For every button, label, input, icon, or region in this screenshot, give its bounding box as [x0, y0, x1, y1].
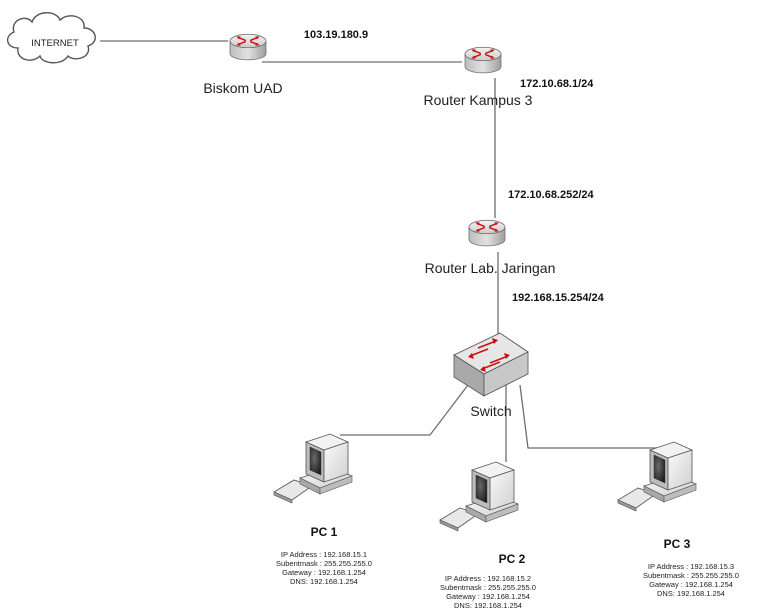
pc1-gateway: Gateway : 192.168.1.254 [282, 568, 366, 577]
pc1-dns: DNS: 192.168.1.254 [290, 577, 358, 586]
switch-label: Switch [470, 403, 511, 419]
pc1-subnet: Subentmask : 255.255.255.0 [276, 559, 372, 568]
router-lab-label: Router Lab. Jaringan [425, 260, 556, 276]
pc1-icon [273, 433, 353, 504]
internet-cloud-icon [7, 12, 96, 64]
pc1-name: PC 1 [311, 525, 338, 539]
ip-kampus-down: 172.10.68.1/24 [520, 78, 594, 90]
pc2-subnet: Subentmask : 255.255.255.0 [440, 583, 536, 592]
router-kampus-icon [464, 46, 502, 74]
router-kampus-label: Router Kampus 3 [424, 92, 533, 108]
switch-icon [453, 332, 529, 397]
pc2-gateway: Gateway : 192.168.1.254 [446, 592, 530, 601]
internet-label: INTERNET [31, 38, 79, 49]
pc3-icon [617, 441, 697, 512]
pc3-dns: DNS: 192.168.1.254 [657, 589, 725, 598]
pc2-ip: IP Address : 192.168.15.2 [445, 574, 531, 583]
pc2-icon [439, 461, 519, 532]
ip-lab-up: 172.10.68.252/24 [508, 189, 595, 201]
pc3-gateway: Gateway : 192.168.1.254 [649, 580, 733, 589]
link-switch-pc1 [340, 384, 469, 436]
link-switch-pc3 [519, 384, 670, 449]
pc1-ip: IP Address : 192.168.15.1 [281, 550, 367, 559]
pc3-ip: IP Address : 192.168.15.3 [648, 562, 734, 571]
router-biskom-icon [229, 33, 267, 61]
ip-biskom-link: 103.19.180.9 [304, 29, 368, 41]
pc3-name: PC 3 [664, 537, 691, 551]
pc3-subnet: Subentmask : 255.255.255.0 [643, 571, 739, 580]
router-biskom-label: Biskom UAD [203, 80, 282, 96]
ip-lab-down: 192.168.15.254/24 [512, 292, 605, 304]
pc2-name: PC 2 [499, 552, 526, 566]
pc2-dns: DNS: 192.168.1.254 [454, 601, 522, 610]
router-lab-icon [468, 219, 506, 247]
connection-lines [100, 40, 670, 462]
